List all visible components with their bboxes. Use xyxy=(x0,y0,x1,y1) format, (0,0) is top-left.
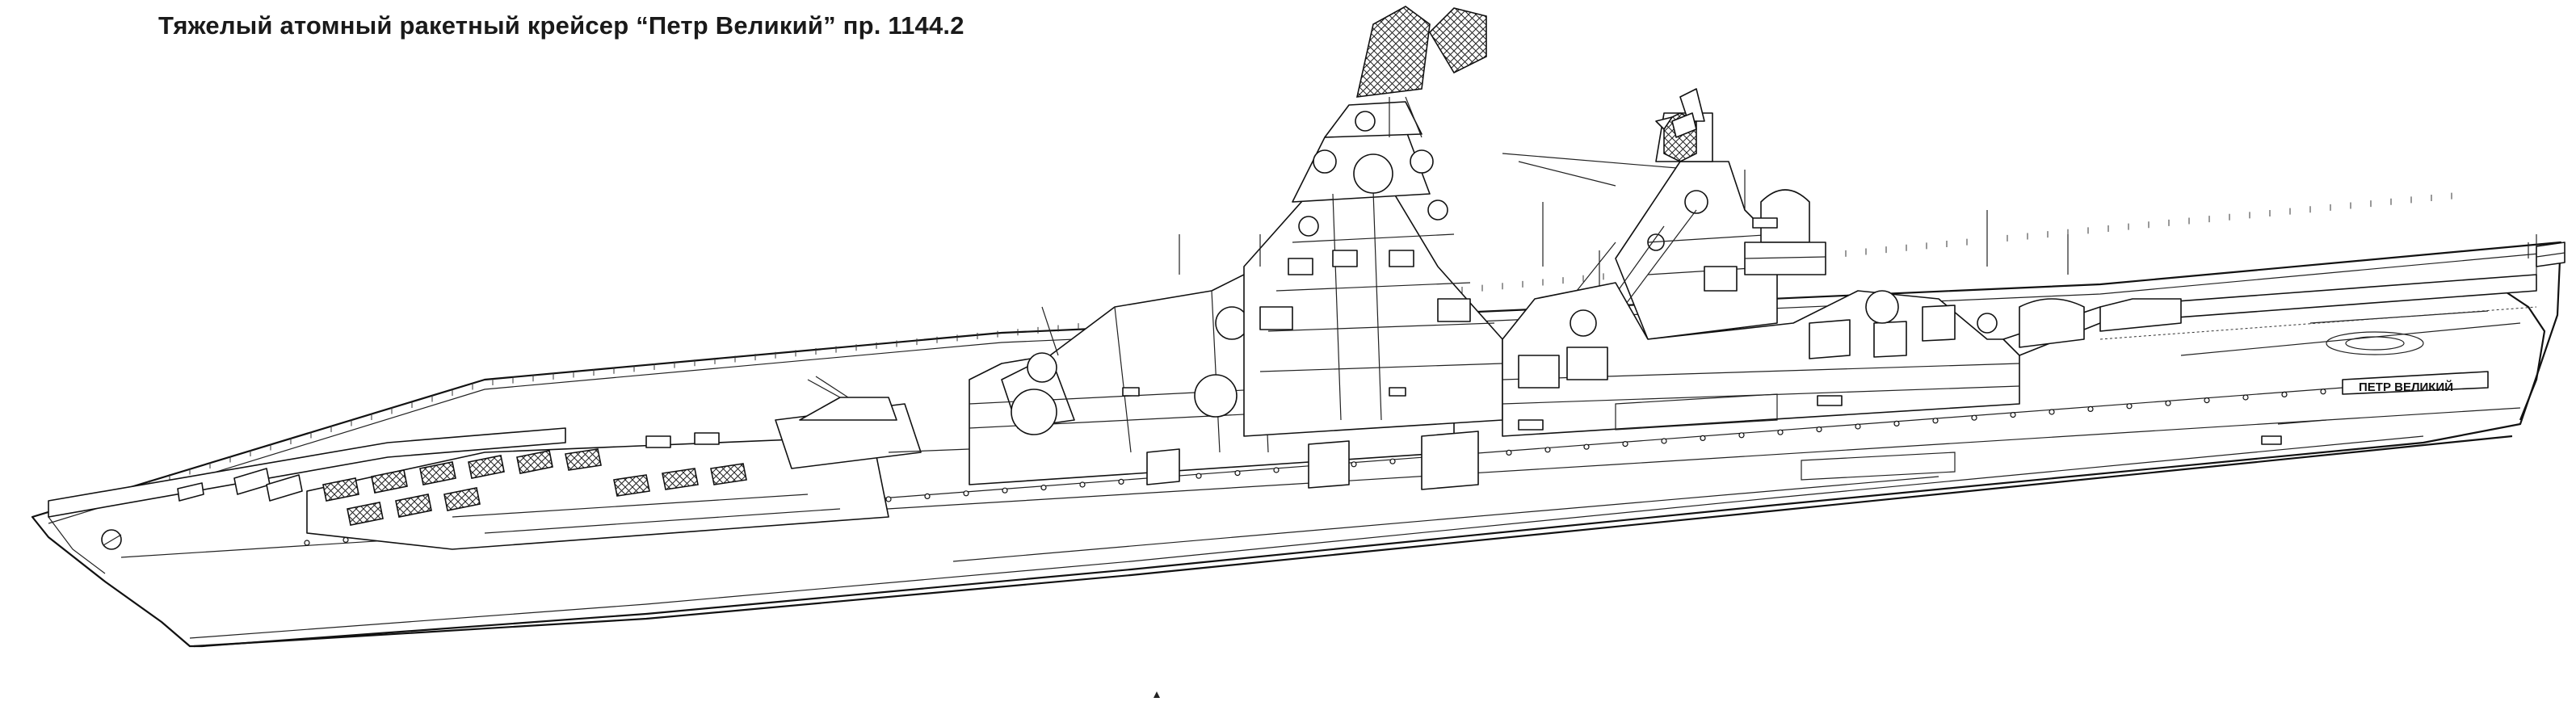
mast-lines xyxy=(1179,153,2537,291)
porthole xyxy=(1661,438,1667,444)
porthole xyxy=(2165,400,2171,406)
mast-flag xyxy=(1671,112,1697,138)
porthole xyxy=(2281,391,2288,397)
porthole xyxy=(1196,473,1202,479)
porthole xyxy=(2010,411,2016,418)
porthole xyxy=(1971,414,1977,421)
porthole xyxy=(1118,478,1124,485)
forward-gun-mount xyxy=(775,376,922,469)
porthole xyxy=(1506,449,1512,456)
porthole xyxy=(1893,420,1900,427)
hull-name-plate: ПЕТР ВЕЛИКИЙ xyxy=(2359,380,2453,394)
porthole xyxy=(1700,435,1706,442)
porthole xyxy=(885,496,892,502)
porthole xyxy=(2204,397,2210,404)
porthole xyxy=(2087,405,2094,412)
aft-mast xyxy=(1550,88,1778,340)
porthole xyxy=(924,493,931,500)
deck-fittings xyxy=(645,306,2282,453)
forward-missile-block xyxy=(306,435,889,550)
porthole xyxy=(1932,418,1939,424)
porthole xyxy=(1816,426,1822,433)
porthole xyxy=(1622,440,1628,447)
aft-superstructure xyxy=(1502,282,2020,437)
naval-ensign-flag xyxy=(2528,242,2565,267)
porthole xyxy=(1544,447,1551,453)
porthole xyxy=(1777,429,1784,435)
porthole xyxy=(1738,432,1745,439)
porthole xyxy=(2242,394,2249,401)
page-title: Тяжелый атомный ракетный крейсер “Петр В… xyxy=(158,11,964,40)
porthole xyxy=(1002,487,1008,494)
radar-dome xyxy=(1744,189,1826,275)
porthole xyxy=(1583,443,1590,450)
foremast-tower xyxy=(1243,101,1503,437)
porthole xyxy=(1079,481,1086,488)
top-radar-antenna xyxy=(1355,6,1487,138)
porthole xyxy=(1389,458,1396,464)
porthole xyxy=(1351,461,1357,468)
bottom-marker xyxy=(1154,691,1160,698)
porthole xyxy=(2320,389,2326,395)
porthole xyxy=(1855,423,1861,430)
helicopter-deck: ПЕТР ВЕЛИКИЙ xyxy=(2002,274,2537,395)
forecastle-deck xyxy=(48,427,566,518)
porthole xyxy=(304,540,310,546)
porthole xyxy=(963,490,969,497)
anchor-hawse xyxy=(101,529,122,550)
porthole xyxy=(1234,469,1241,477)
porthole xyxy=(2049,409,2055,415)
porthole xyxy=(2126,403,2133,410)
porthole xyxy=(1040,484,1047,491)
porthole xyxy=(1273,467,1280,473)
